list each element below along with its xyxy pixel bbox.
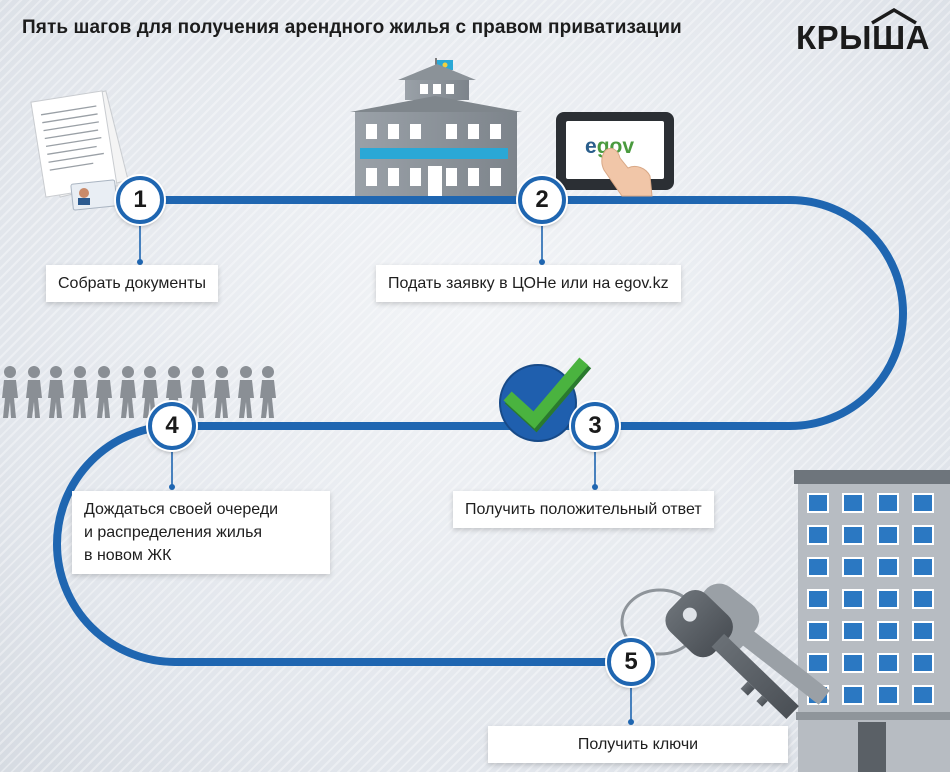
step-4-label-line-1: Дождаться своей очереди (84, 501, 279, 518)
keys-icon (620, 583, 830, 720)
queue-people-icon (2, 366, 276, 418)
documents-icon (30, 90, 129, 211)
step-1-label: Собрать документы (46, 265, 218, 302)
connector-stems (139, 222, 632, 722)
route-path (53, 196, 907, 666)
step-1-marker: 1 (116, 176, 164, 224)
step-4-marker: 4 (148, 402, 196, 450)
apartment-building-icon (794, 470, 950, 772)
government-building-icon (350, 58, 522, 196)
logo-text: КРЫША (796, 19, 930, 56)
checkmark-icon (499, 357, 592, 442)
connector-dots (137, 259, 634, 725)
step-3-marker: 3 (571, 402, 619, 450)
step-3-label: Получить положительный ответ (453, 491, 714, 528)
step-2-marker: 2 (518, 176, 566, 224)
step-2-label: Подать заявку в ЦОНе или на egov.kz (376, 265, 681, 302)
page-title: Пять шагов для получения арендного жилья… (22, 17, 682, 38)
logo: КРЫША (796, 6, 942, 56)
tablet-egov-icon: egov (556, 112, 674, 197)
step-4-label-line-3: в новом ЖК (84, 547, 172, 564)
step-4-label: Дождаться своей очереди и распределения … (72, 491, 330, 574)
step-4-label-line-2: и распределения жилья (84, 524, 263, 541)
logo-roof-icon (871, 7, 917, 25)
step-5-label: Получить ключи (488, 726, 788, 763)
step-5-marker: 5 (607, 638, 655, 686)
